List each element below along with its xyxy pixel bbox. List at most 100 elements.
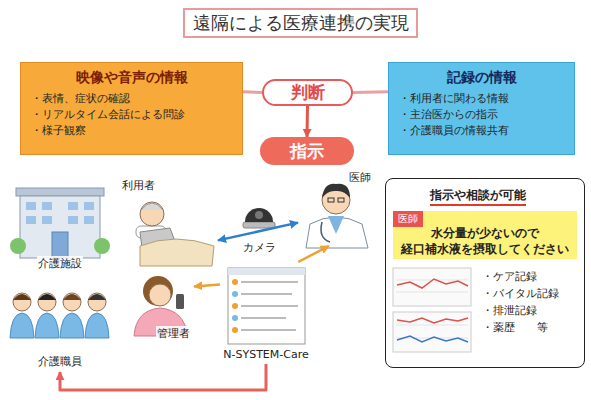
node-heading: 記録の情報 [399,69,564,87]
elderly-user [136,202,214,266]
facility-building-part [94,238,110,254]
care-staff-group-part [13,294,31,300]
node-heading: 指示 [290,140,324,163]
app-screen-part [232,303,238,309]
care-staff-group-part [63,294,81,300]
connector [60,364,266,390]
care-staff-group [10,293,109,338]
node-heading: 遠隔による医療連携の実現 [193,11,409,35]
manager-figure-part [143,276,173,306]
elderly-user-part [140,202,164,226]
node-text: ・リアルタイム会話による問診 [31,107,232,123]
node-text: ・薬歴 等 [482,320,548,335]
decision-pill: 判断 [262,79,353,106]
facility-building-part [26,202,36,210]
care-staff-group-part [88,294,106,300]
care-staff-group-part [85,313,109,338]
vital-charts-part [397,336,468,342]
facility-building-part [20,196,100,258]
doctor-figure-part [328,216,344,234]
care-staff-group-part [88,293,106,311]
care-staff-group-part [38,294,56,300]
camera-dome-part [245,208,273,222]
node-heading: カメラ [242,240,277,255]
facility-building-part [42,202,52,210]
doctor-figure-part [328,198,334,202]
care-staff-group-part [60,313,84,338]
node-text: ・排泄記録 [482,303,537,318]
facility-building-part [84,202,94,210]
node-heading: 指示や相談が可能 [430,187,526,206]
connector [306,106,310,137]
connector [298,246,329,262]
manager-figure-part [176,294,184,309]
app-screen-part [241,329,296,331]
care-staff-group-part [13,293,31,311]
camera-dome-part [255,211,263,219]
node-text: 水分量が少ないので 経口補水液を摂取してください [397,226,573,257]
vital-charts [393,268,471,352]
vital-charts-part [397,318,468,323]
user-node: 利用者 [118,176,218,268]
facility-building-part [52,232,68,258]
app-screen-part [228,268,305,344]
care-staff-group-part [63,293,81,311]
care-staff-group-part [38,293,56,311]
instruction-pill: 指示 [260,137,354,165]
app-screen-part [241,317,286,319]
doctor-figure-part [306,217,368,248]
doctor-figure-part [322,184,350,198]
app-screen-part [228,268,305,275]
node-heading: 医師 [393,211,423,227]
facility-building-part [16,188,104,196]
connector [243,90,262,94]
node-text: ・ケア記録 [482,269,537,284]
manager-node: 管理者 [118,272,194,344]
camera-node: カメラ [232,196,286,258]
facility-building [10,188,110,258]
facility-building-part [68,202,78,210]
facility-building-part [68,216,78,224]
title-box: 遠隔による医療連携の実現 [183,8,418,38]
app-screen-part [241,281,298,283]
vital-charts-part [393,268,471,306]
app-screen-part [241,305,298,307]
node-heading: 介護施設 [37,256,83,271]
node-text: ・表情、症状の確認 [31,91,232,107]
camera-dome-part [243,222,275,228]
facility-node: 介護施設 [8,176,112,274]
node-text: ・バイタル記録 [482,286,559,301]
node-text: ・主治医からの指示 [399,107,564,123]
doctor-figure-part [338,198,344,202]
vital-charts-part [396,292,468,293]
app-screen [228,268,305,344]
node-heading: N-SYSTEM-Care [222,348,309,361]
connector [194,284,220,286]
app-screen-part [232,327,238,333]
record-box: 記録の情報・利用者に関わる情報・主治医からの指示・介護職員の情報共有 [388,62,575,155]
node-text: ・介護職員の情報共有 [399,123,564,139]
care-staff-group-part [35,313,59,338]
connector [218,223,298,241]
info-box: 映像や音声の情報・表情、症状の確認・リアルタイム会話による問診・様子観察 [20,62,243,155]
app-screen-part [241,293,292,295]
node-heading: 利用者 [121,178,156,193]
consult-panel: 指示や相談が可能・ケア記録・バイタル記録・排泄記録・薬歴 等 医師水分量が少ないの… [385,178,585,368]
facility-building-part [42,216,52,224]
app-screen-part [232,279,238,285]
system-node: N-SYSTEM-Care [220,262,312,364]
care-staff-group-part [10,313,34,338]
facility-building-part [84,216,94,224]
node-heading: 映像や音声の情報 [31,69,232,87]
vital-charts-part [393,312,471,352]
app-screen-part [232,315,238,321]
vital-charts-part [397,279,468,288]
app-screen-part [232,291,238,297]
node-heading: 判断 [291,81,325,104]
doctor-node: 医師 [298,168,375,246]
facility-building-part [10,238,26,254]
staff-node: 介護職員 [5,285,115,372]
node-heading: 介護職員 [37,354,83,369]
facility-building-part [26,216,36,224]
connector [353,90,388,94]
